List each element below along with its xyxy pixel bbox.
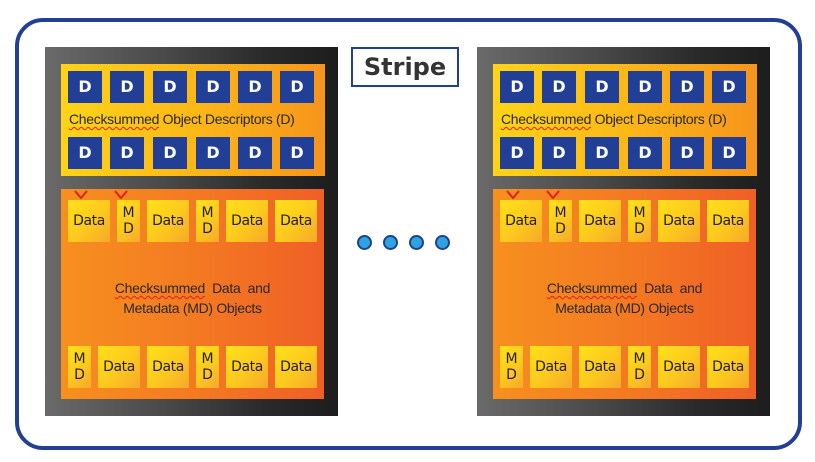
data-block: Data <box>226 200 268 242</box>
descriptor-block: D <box>585 71 619 103</box>
caption-word-misspelled: Checksummed <box>546 280 637 296</box>
descriptor-block: D <box>196 137 230 169</box>
descriptor-block: D <box>542 137 576 169</box>
descriptor-block: D <box>68 137 102 169</box>
data-block: Data <box>707 200 749 242</box>
descriptor-block: D <box>196 71 230 103</box>
data-block: Data <box>275 346 317 388</box>
pointer-chevron-icon <box>546 190 560 199</box>
descriptor-block: D <box>628 137 662 169</box>
descriptor-block: D <box>712 71 746 103</box>
descriptor-block: D <box>628 71 662 103</box>
data-block: Data <box>68 200 110 242</box>
descriptor-block: D <box>110 137 144 169</box>
data-block: Data <box>658 200 700 242</box>
md-line-2: D <box>74 367 85 383</box>
caption-line1-rest: Data and <box>204 280 271 296</box>
caption-rest: Object Descriptors (D) <box>159 111 295 127</box>
continuation-dots <box>357 235 457 255</box>
continuation-dot-icon <box>383 235 398 250</box>
stripe-label: Stripe <box>351 47 459 87</box>
md-line-1: M <box>73 351 86 367</box>
descriptor-block: D <box>238 71 272 103</box>
descriptor-block: D <box>712 137 746 169</box>
caption-word-misspelled: Checksummed <box>501 111 592 127</box>
pointer-chevron-icon <box>114 190 128 199</box>
data-block: Data <box>147 200 189 242</box>
descriptor-block: D <box>238 137 272 169</box>
md-line-1: M <box>505 351 518 367</box>
md-line-2: D <box>634 221 645 237</box>
md-line-2: D <box>202 367 213 383</box>
descriptor-block: D <box>585 137 619 169</box>
md-line-1: M <box>633 205 646 221</box>
data-block: Data <box>658 346 700 388</box>
continuation-dot-icon <box>357 235 372 250</box>
data-block: Data <box>707 346 749 388</box>
md-line-2: D <box>202 221 213 237</box>
data-block: Data <box>530 346 572 388</box>
data-block: Data <box>579 346 621 388</box>
caption-word-misspelled: Checksummed <box>69 111 160 127</box>
descriptor-block: D <box>68 71 102 103</box>
descriptor-block: D <box>280 137 314 169</box>
caption-word-misspelled: Checksummed <box>114 280 205 296</box>
md-line-1: M <box>201 351 214 367</box>
pointer-chevron-icon <box>506 190 520 199</box>
data-block: Data <box>226 346 268 388</box>
data-block: Data <box>98 346 140 388</box>
data-block: Data <box>500 200 542 242</box>
md-line-2: D <box>634 367 645 383</box>
caption-line1-rest: Data and <box>636 280 703 296</box>
descriptor-block: D <box>500 137 534 169</box>
descriptor-block: D <box>280 71 314 103</box>
descriptor-block: D <box>670 137 704 169</box>
md-line-1: M <box>122 205 135 221</box>
descriptor-block: D <box>500 71 534 103</box>
pointer-chevron-icon <box>74 190 88 199</box>
caption-line2: Metadata (MD) Objects <box>555 300 694 316</box>
continuation-dot-icon <box>409 235 424 250</box>
data-block: Data <box>275 200 317 242</box>
caption-line2: Metadata (MD) Objects <box>123 300 262 316</box>
data-block: Data <box>579 200 621 242</box>
md-line-2: D <box>123 221 134 237</box>
md-line-1: M <box>201 205 214 221</box>
md-line-1: M <box>633 351 646 367</box>
md-line-2: D <box>555 221 566 237</box>
descriptors-caption: Checksummed Object Descriptors (D) <box>493 111 757 127</box>
descriptors-caption: Checksummed Object Descriptors (D) <box>61 111 325 127</box>
descriptor-block: D <box>153 137 187 169</box>
continuation-dot-icon <box>435 235 450 250</box>
descriptor-block: D <box>670 71 704 103</box>
md-line-1: M <box>554 205 567 221</box>
descriptor-block: D <box>153 71 187 103</box>
data-block: Data <box>147 346 189 388</box>
descriptor-block: D <box>542 71 576 103</box>
md-line-2: D <box>506 367 517 383</box>
descriptor-block: D <box>110 71 144 103</box>
caption-rest: Object Descriptors (D) <box>591 111 727 127</box>
